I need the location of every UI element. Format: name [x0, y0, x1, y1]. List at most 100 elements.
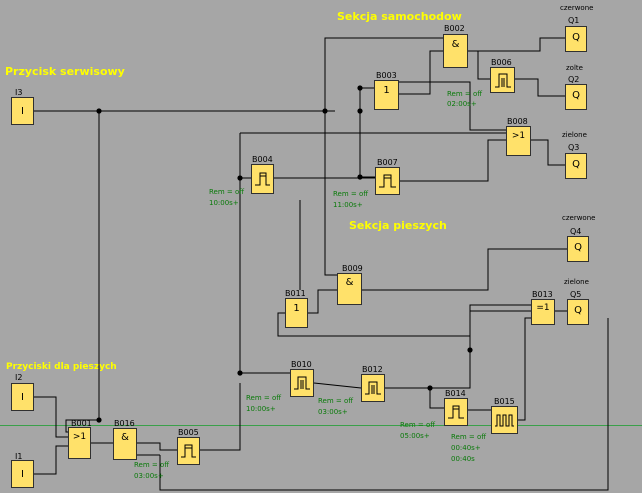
output-q2-block[interactable]: Q [565, 84, 587, 110]
b007-time: 11:00s+ [333, 201, 363, 209]
wire [34, 445, 68, 475]
wire [313, 382, 362, 389]
wire [359, 87, 374, 111]
b014-rem: Rem = off [400, 421, 436, 429]
input-i1-block[interactable]: I [11, 460, 34, 488]
output-q1-label: czerwone [560, 4, 594, 12]
block-b012-name: B012 [362, 365, 383, 374]
block-b012[interactable] [361, 374, 385, 402]
wire-junction [357, 108, 363, 114]
output-q2-name: Q2 [568, 75, 580, 84]
block-b009-name: B009 [342, 264, 363, 273]
block-b014-name: B014 [445, 389, 466, 398]
wire-junction [427, 385, 433, 391]
block-b015[interactable] [491, 406, 518, 434]
pulse-timer-icon [294, 376, 310, 390]
block-b010[interactable] [290, 369, 314, 397]
wire [468, 50, 490, 80]
block-b009[interactable]: & [337, 273, 362, 305]
wire-junction [96, 108, 102, 114]
b010-rem: Rem = off [246, 394, 282, 402]
block-b008[interactable]: >1 [506, 126, 531, 156]
block-b008-name: B008 [507, 117, 528, 126]
divider-line [0, 425, 642, 426]
wire [159, 318, 609, 491]
wire [324, 111, 337, 276]
block-b013[interactable]: =1 [531, 299, 555, 325]
wire [400, 139, 506, 182]
pulse-timer-icon [495, 73, 511, 88]
b014-time: 05:00s+ [400, 432, 430, 440]
output-q5-block[interactable]: Q [567, 299, 589, 325]
input-i2-block[interactable]: I [11, 383, 34, 411]
b004-time: 10:00s+ [209, 199, 239, 207]
output-q2-label: zolte [566, 64, 583, 72]
pulse-timer-icon [365, 381, 381, 395]
block-b007[interactable] [375, 167, 400, 195]
on-delay-icon [448, 405, 464, 419]
clock-pulse-icon [495, 414, 514, 427]
output-q5-label: zielone [564, 278, 589, 286]
section-title-ped-buttons: Przyciski dla pieszych [6, 362, 117, 372]
output-q3-block[interactable]: Q [565, 153, 587, 179]
wire [359, 111, 375, 178]
wire [430, 304, 531, 389]
output-q4-name: Q4 [570, 227, 582, 236]
wire [65, 111, 100, 433]
on-delay-icon [379, 174, 396, 188]
b015-rem: Rem = off [451, 433, 487, 441]
wire [324, 37, 443, 111]
output-q3-name: Q3 [568, 143, 580, 152]
b012-time: 03:00s+ [318, 408, 348, 416]
block-b001-name: B001 [71, 419, 92, 428]
output-q4-block[interactable]: Q [567, 236, 589, 262]
input-i1-name: I1 [15, 452, 23, 461]
b006-time: 02:00s+ [447, 100, 477, 108]
wire-junction [237, 175, 243, 181]
wire [399, 81, 506, 131]
block-b013-name: B013 [532, 290, 553, 299]
wire [531, 139, 565, 166]
wire [200, 383, 241, 451]
wire [277, 310, 531, 337]
block-b004[interactable] [251, 164, 274, 194]
block-b002[interactable]: & [443, 34, 468, 68]
block-b011-name: B011 [285, 289, 306, 298]
block-b011[interactable]: 1 [285, 298, 308, 328]
block-b010-name: B010 [291, 360, 312, 369]
b007-rem: Rem = off [333, 190, 369, 198]
input-i2-name: I2 [15, 373, 23, 382]
output-q1-block[interactable]: Q [565, 26, 587, 52]
b005-rem: Rem = off [134, 461, 170, 469]
on-delay-icon [255, 172, 270, 186]
b004-rem: Rem = off [209, 188, 245, 196]
input-i3-block[interactable]: I [11, 97, 34, 125]
on-delay-icon [181, 444, 196, 458]
block-b016-name: B016 [114, 419, 135, 428]
b015-time2: 00:40s [451, 455, 475, 463]
block-b006[interactable] [490, 67, 515, 93]
block-b005-name: B005 [178, 428, 199, 437]
wire [468, 37, 565, 52]
wire-junction [322, 108, 328, 114]
block-b014[interactable] [444, 398, 468, 426]
block-b016[interactable]: & [113, 428, 137, 460]
wire [515, 78, 565, 97]
wire [385, 387, 444, 409]
wire [137, 442, 177, 451]
block-b006-name: B006 [491, 58, 512, 67]
block-b005[interactable] [177, 437, 200, 465]
output-q4-label: czerwone [562, 214, 596, 222]
wire [34, 396, 68, 438]
wire-junction [96, 417, 102, 423]
section-title-cars: Sekcja samochodow [337, 10, 462, 23]
wire [239, 133, 251, 179]
b005-time: 03:00s+ [134, 472, 164, 480]
block-b003[interactable]: 1 [374, 80, 399, 110]
output-q3-label: zielone [562, 131, 587, 139]
section-title-service: Przycisk serwisowy [5, 65, 125, 78]
block-b001[interactable]: >1 [68, 427, 91, 459]
output-q1-name: Q1 [568, 16, 580, 25]
b010-time: 10:00s+ [246, 405, 276, 413]
